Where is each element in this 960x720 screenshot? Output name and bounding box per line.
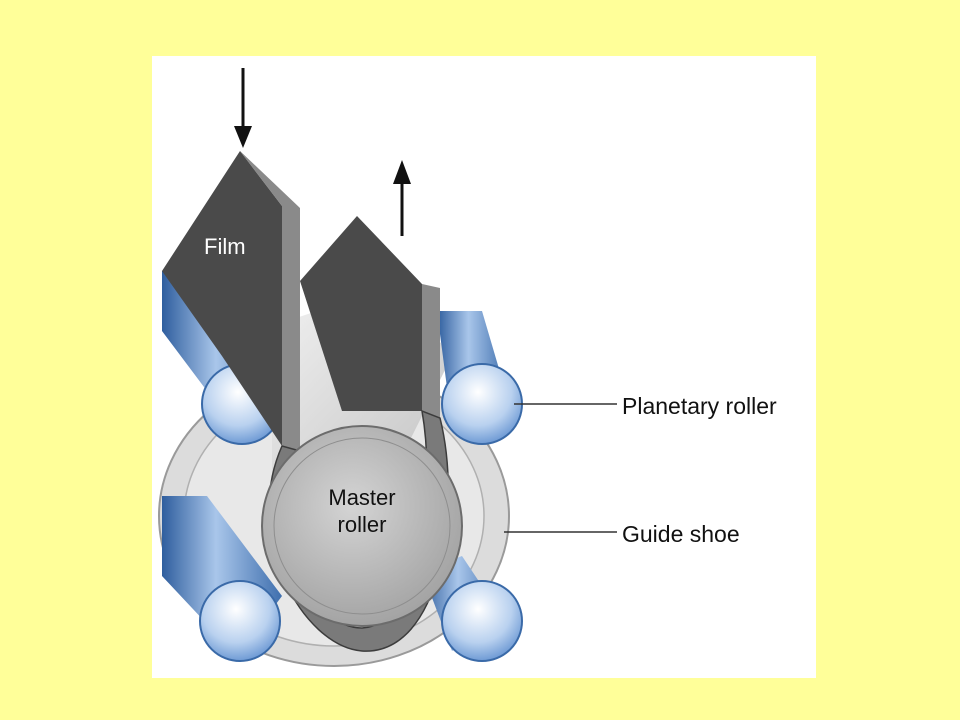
master-roller [261,425,463,627]
diagram-panel: Film Master roller Planetary roller Guid… [152,56,816,678]
film-label: Film [204,234,246,259]
planetary-roller-label: Planetary roller [622,393,777,419]
arrow-up-icon [393,160,411,236]
film-strip [162,151,449,652]
arrow-down-icon [234,68,252,148]
guide-shoe-label: Guide shoe [622,521,740,547]
master-roller-label-line2: roller [337,512,387,537]
film-transport-illustration [158,68,617,667]
planetary-roller-upper-right [437,311,523,445]
planetary-roller-lower-left [162,496,282,662]
master-roller-label: Master roller [302,484,422,538]
master-roller-label-line1: Master [328,485,396,510]
